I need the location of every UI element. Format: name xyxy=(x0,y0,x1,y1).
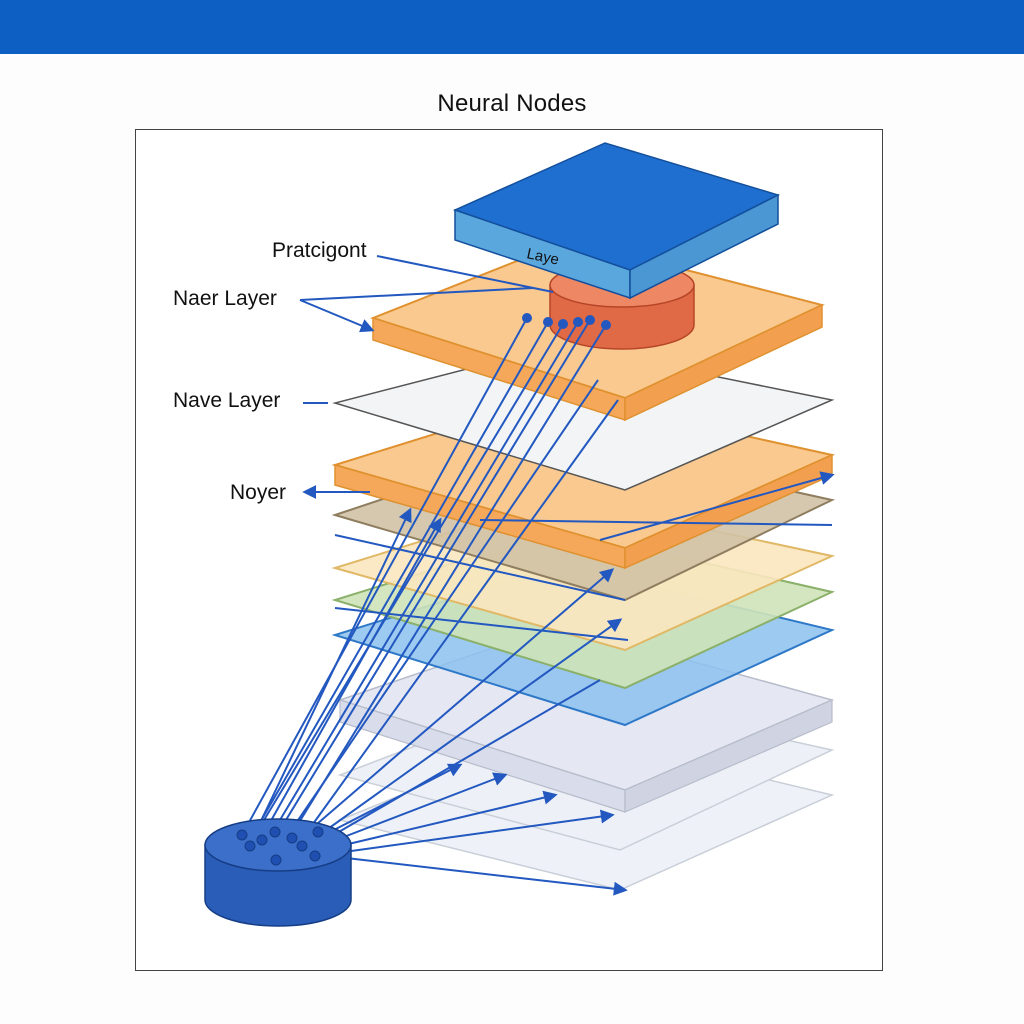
connection-line xyxy=(274,319,591,839)
connection-line xyxy=(249,321,549,841)
bottom-node-dots xyxy=(236,826,324,866)
label-nave-layer: Nave Layer xyxy=(173,389,280,412)
node-dot xyxy=(244,840,256,852)
top-accent-bar xyxy=(0,0,1024,54)
connection-lines xyxy=(241,317,835,896)
connection-line xyxy=(324,679,601,841)
node-dot xyxy=(286,832,298,844)
node-dot xyxy=(296,840,308,852)
node-dot xyxy=(256,834,268,846)
connection-line xyxy=(264,321,579,846)
connection-line xyxy=(335,772,508,841)
node-dot xyxy=(236,829,248,841)
top-block-label: Laye xyxy=(525,245,560,268)
connection-line xyxy=(345,857,628,896)
top-node-dots xyxy=(522,313,611,330)
node-dot xyxy=(558,319,568,329)
node-dot xyxy=(309,850,321,862)
connection-line xyxy=(479,519,833,526)
connection-line xyxy=(267,517,442,827)
node-dot xyxy=(543,317,553,327)
connection-line xyxy=(343,809,615,853)
node-dot xyxy=(312,826,324,838)
connection-line xyxy=(289,379,599,833)
node-dot xyxy=(269,826,281,838)
connection-line xyxy=(247,507,412,849)
connection-line xyxy=(334,534,626,601)
callout-line-naer-layer-lower xyxy=(299,299,375,333)
connection-line xyxy=(281,324,607,851)
connection-line xyxy=(257,323,564,831)
connection-line xyxy=(339,790,558,847)
label-noyer: Noyer xyxy=(230,481,286,504)
callout-line-pratcigont xyxy=(376,255,554,293)
node-dot xyxy=(522,313,532,323)
callout-line-naer-layer-upper xyxy=(299,287,534,301)
label-pratcigont: Pratcigont xyxy=(272,239,367,262)
label-naer-layer: Naer Layer xyxy=(173,287,277,310)
node-dot xyxy=(601,320,611,330)
node-dot xyxy=(270,854,282,866)
connection-line xyxy=(309,568,615,831)
connection-line xyxy=(329,763,463,833)
node-dot xyxy=(573,317,583,327)
connection-line xyxy=(317,618,623,837)
connection-line xyxy=(241,317,528,836)
connection-line xyxy=(334,607,629,641)
top-block xyxy=(452,142,781,300)
node-dot xyxy=(585,315,595,325)
connection-line xyxy=(599,471,835,541)
diagram-title: Neural Nodes xyxy=(437,90,587,117)
